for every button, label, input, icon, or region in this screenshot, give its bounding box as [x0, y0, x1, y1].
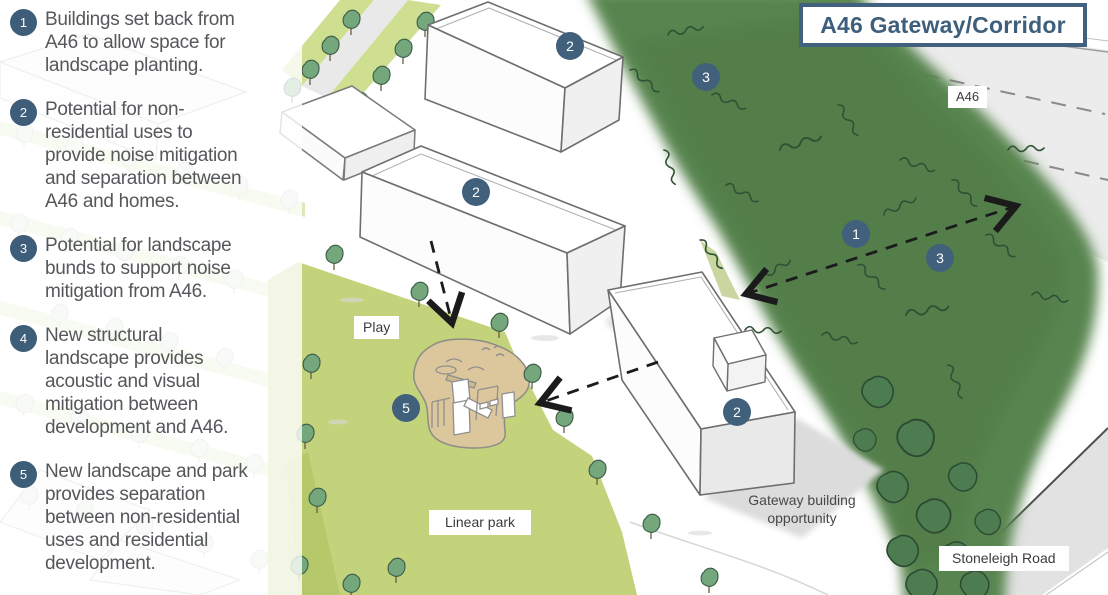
arrow-to-play-vertical: [426, 240, 466, 329]
legend-line: New landscape and park: [45, 461, 248, 482]
legend-line: Buildings set back from: [45, 9, 235, 30]
avenue-top: [282, 0, 441, 118]
legend-text-3: Potential for landscape bunds to support…: [45, 234, 232, 303]
buildings: [279, 1, 884, 595]
title-banner: A46 Gateway/Corridor: [799, 3, 1087, 47]
legend-line: uses and residential: [45, 530, 208, 551]
legend-item-2: 2 Potential for non- residential uses to…: [10, 98, 300, 213]
legend-item-3: 3 Potential for landscape bunds to suppo…: [10, 234, 300, 303]
legend-line: development and A46.: [45, 417, 229, 438]
gateway-building: [607, 271, 884, 538]
legend-line: development.: [45, 553, 156, 574]
legend-line: A46 to allow space for: [45, 32, 226, 53]
legend-text-4: New structural landscape provides acoust…: [45, 324, 228, 439]
legend-line: landscape provides: [45, 348, 204, 369]
legend-line: between non-residential: [45, 507, 240, 528]
legend-line: mitigation between: [45, 394, 199, 415]
a46-road-label: A46: [948, 86, 988, 108]
legend-panel: 1 Buildings set back from A46 to allow s…: [0, 0, 300, 595]
legend-line: Potential for landscape: [45, 235, 232, 256]
legend-number-1: 1: [10, 9, 37, 36]
building-top: [424, 1, 624, 153]
legend-line: residential uses to: [45, 122, 193, 143]
arrow-across-bund: [740, 194, 1022, 306]
legend-number-3: 3: [10, 235, 37, 262]
sketch-smudges: [328, 297, 712, 536]
legend-line: provide noise mitigation: [45, 145, 238, 166]
legend-number-5: 5: [10, 461, 37, 488]
legend-line: acoustic and visual: [45, 371, 200, 392]
map-marker-5-park: 5: [392, 394, 420, 422]
legend-line: A46 and homes.: [45, 191, 180, 212]
legend-item-4: 4 New structural landscape provides acou…: [10, 324, 300, 439]
legend-number-2: 2: [10, 99, 37, 126]
map-marker-2-gateway: 2: [723, 398, 751, 426]
play-area: [413, 338, 531, 449]
stoneleigh-road-label: Stoneleigh Road: [939, 546, 1069, 571]
legend-line: bunds to support noise: [45, 258, 231, 279]
legend-number-4: 4: [10, 325, 37, 352]
legend-fade-overlay: [0, 0, 302, 595]
legend-item-1: 1 Buildings set back from A46 to allow s…: [10, 8, 300, 77]
legend-text-5: New landscape and park provides separati…: [45, 460, 248, 575]
map-marker-1-bund: 1: [842, 220, 870, 248]
legend-text-2: Potential for non- residential uses to p…: [45, 98, 242, 213]
legend-item-5: 5 New landscape and park provides separa…: [10, 460, 300, 575]
legend-line: and separation between: [45, 168, 242, 189]
map-marker-3-top: 3: [692, 63, 720, 91]
play-equipment: [431, 345, 516, 436]
legend-line: New structural: [45, 325, 163, 346]
legend-line: landscape planting.: [45, 55, 204, 76]
gateway-opportunity-label: Gateway building opportunity: [748, 492, 856, 526]
legend-line: mitigation from A46.: [45, 281, 207, 302]
map-marker-3-bund: 3: [926, 244, 954, 272]
annotation-arrows: [426, 194, 1022, 414]
legend-line: Potential for non-: [45, 99, 185, 120]
legend-text-1: Buildings set back from A46 to allow spa…: [45, 8, 235, 77]
page-title: A46 Gateway/Corridor: [820, 11, 1066, 38]
linear-park-label: Linear park: [429, 510, 532, 535]
legend-line: provides separation: [45, 484, 206, 505]
map-marker-2-middle: 2: [462, 178, 490, 206]
play-label: Play: [354, 316, 400, 339]
map-marker-2-top: 2: [556, 32, 584, 60]
